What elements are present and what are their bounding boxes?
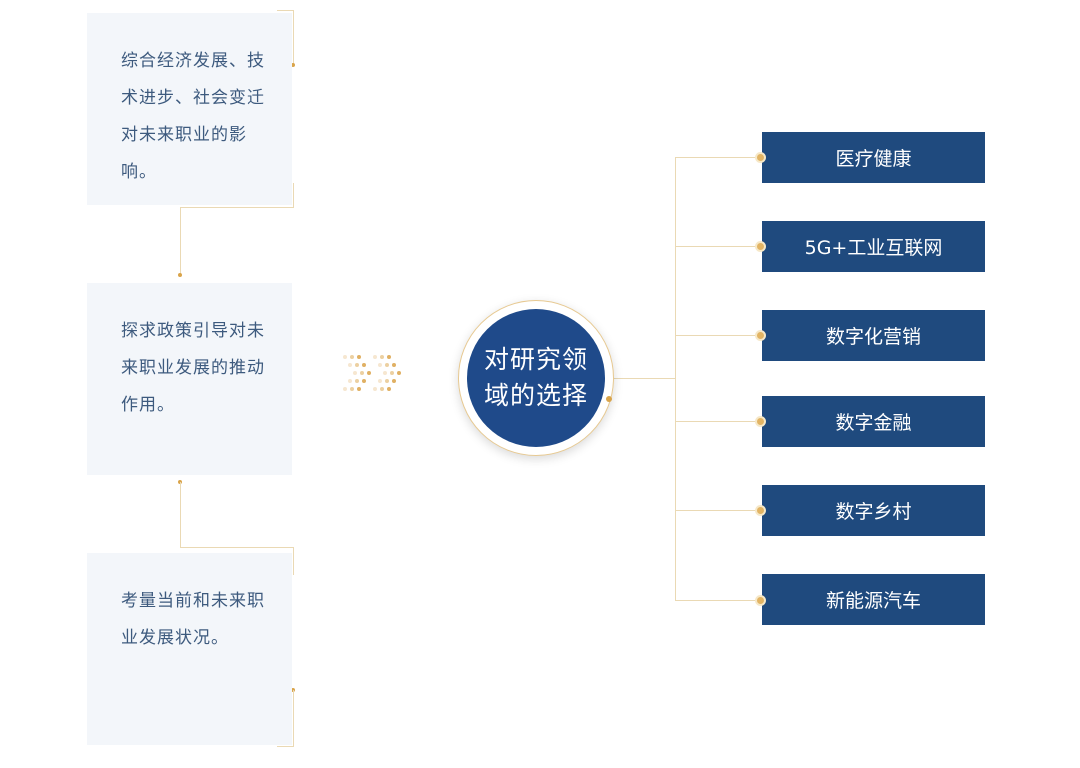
connector-dot <box>755 241 766 252</box>
connector <box>180 547 294 548</box>
factor-box: 考量当前和未来职业发展状况。 <box>87 553 292 745</box>
connector <box>675 421 761 422</box>
field-box: 5G+工业互联网 <box>762 221 985 272</box>
connector <box>675 600 761 601</box>
center-text: 对研究领域的选择 <box>467 309 605 447</box>
connector-dot <box>755 595 766 606</box>
field-box: 数字化营销 <box>762 310 985 361</box>
connector <box>293 547 294 575</box>
field-box: 医疗健康 <box>762 132 985 183</box>
connector <box>675 246 761 247</box>
connector <box>293 10 294 65</box>
connector-dot <box>606 396 612 402</box>
connector-trunk <box>675 157 676 601</box>
connector <box>293 690 294 746</box>
connector <box>612 378 676 379</box>
field-box: 新能源汽车 <box>762 574 985 625</box>
connector-dot <box>755 152 766 163</box>
connector-dot <box>178 273 182 277</box>
connector-dot <box>755 505 766 516</box>
connector <box>277 746 294 747</box>
field-box: 数字金融 <box>762 396 985 447</box>
center-node: 对研究领域的选择 <box>458 300 614 456</box>
connector <box>180 207 294 208</box>
connector <box>675 335 761 336</box>
connector <box>180 482 181 548</box>
connector-dot <box>291 63 295 67</box>
factor-text: 探求政策引导对未来职业发展的推动作用。 <box>121 321 265 415</box>
connector <box>293 183 294 208</box>
connector-dot <box>755 330 766 341</box>
connector <box>277 10 294 11</box>
connector-dot <box>755 416 766 427</box>
factor-text: 综合经济发展、技术进步、社会变迁对未来职业的影响。 <box>121 51 265 182</box>
connector <box>675 510 761 511</box>
field-box: 数字乡村 <box>762 485 985 536</box>
connector <box>180 207 181 275</box>
connector <box>675 157 761 158</box>
factor-box: 综合经济发展、技术进步、社会变迁对未来职业的影响。 <box>87 13 292 205</box>
factor-text: 考量当前和未来职业发展状况。 <box>121 591 265 648</box>
double-chevron-arrow-icon <box>343 355 401 391</box>
factor-box: 探求政策引导对未来职业发展的推动作用。 <box>87 283 292 475</box>
